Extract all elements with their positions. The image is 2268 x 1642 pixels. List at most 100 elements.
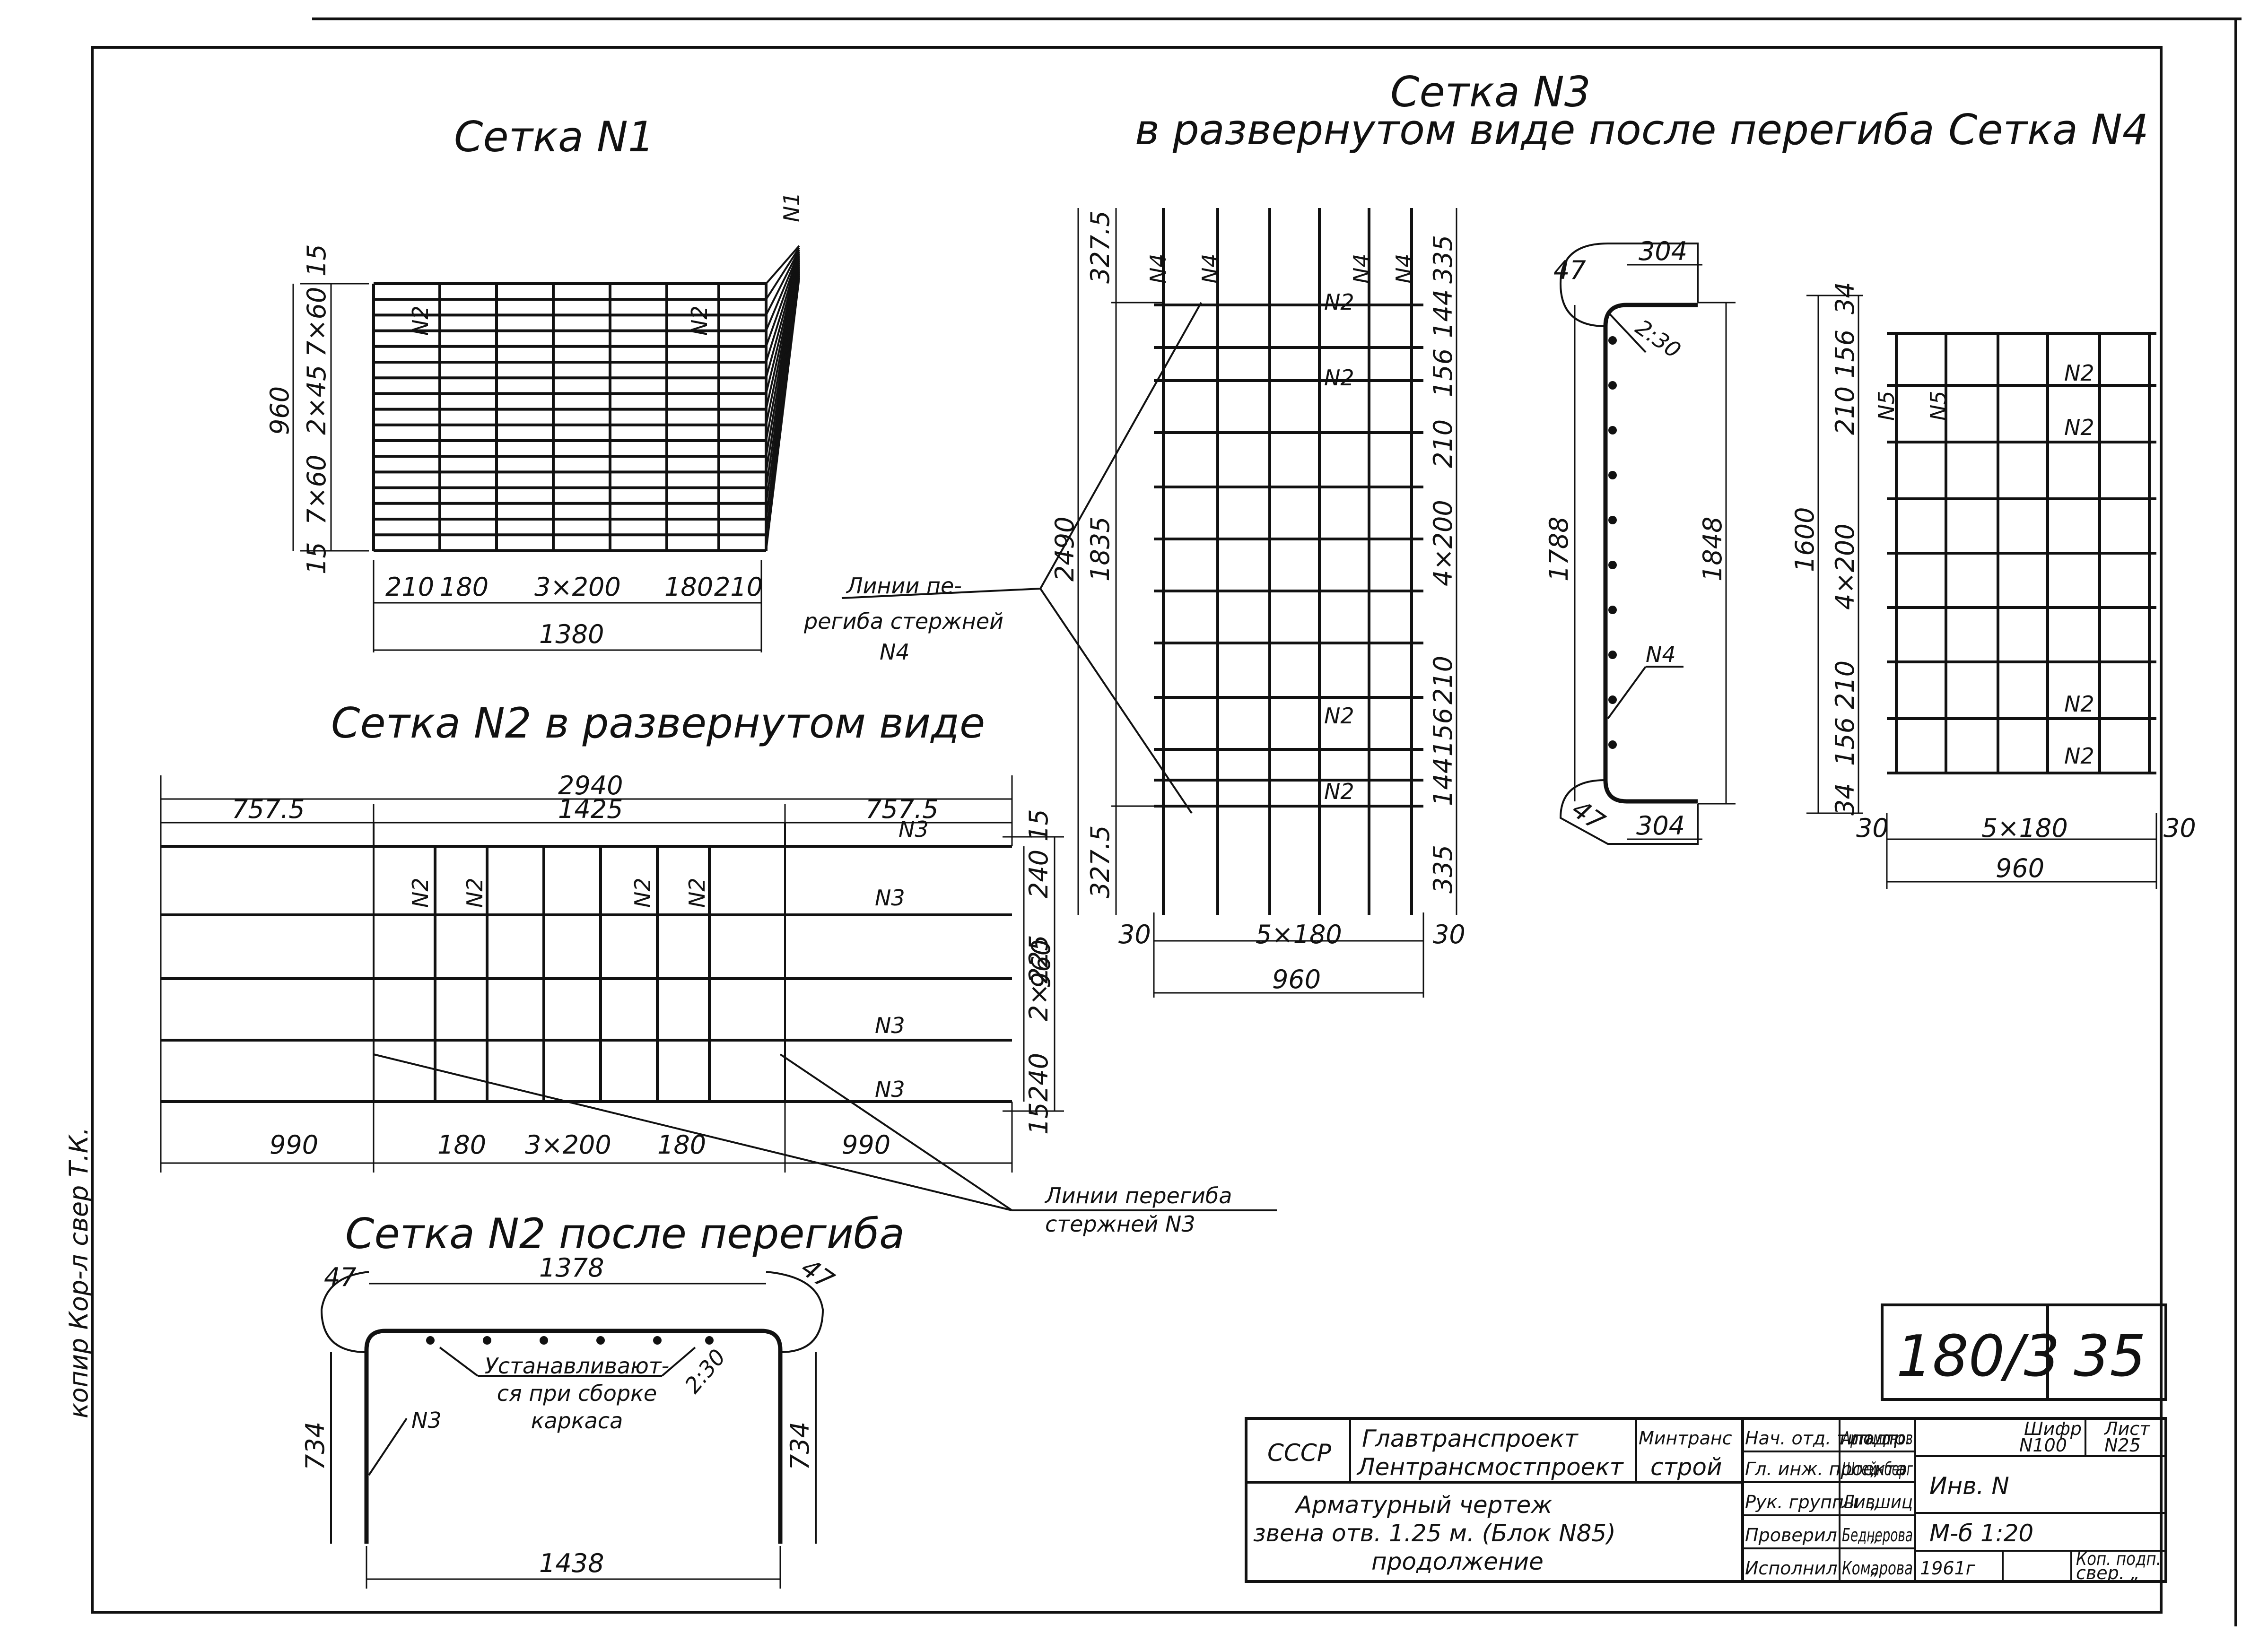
- note-bend-n4-line2: региба стержней: [803, 608, 1003, 634]
- title-mesh3-line2: в развернутом виде после перегиба: [1135, 105, 1935, 154]
- mesh2-mark-n2-4: N2: [684, 877, 710, 908]
- mesh2-dim-180-left: 180: [437, 1130, 486, 1160]
- section-bar-dot: [1608, 561, 1617, 569]
- bent-dim-47-left: 47: [324, 1262, 357, 1292]
- section-bar-dot: [1608, 651, 1617, 659]
- bent-note: Устанавливают-ся при сборке каркаса: [484, 1353, 670, 1433]
- mesh4-mark-n5-left: N5: [1874, 391, 1899, 421]
- mesh1-bar-bent: [765, 253, 800, 347]
- mesh4-dim-30-right: 30: [2163, 813, 2196, 843]
- mesh4-drawing: [1806, 295, 2157, 889]
- mesh2-dim-960: 960: [1026, 939, 1056, 988]
- tb-title-3: продолжение: [1371, 1548, 1544, 1575]
- title-mesh3-line1: Сетка N3: [1390, 68, 1591, 116]
- mesh4-dim-156-bottom: 156: [1830, 717, 1860, 766]
- mesh4-mark-n2-3: N2: [2064, 691, 2094, 717]
- mesh1-dim-1380: 1380: [539, 619, 604, 649]
- note-bend-n4-line3: N4: [880, 639, 910, 665]
- tb-inv: Инв. N: [1929, 1472, 2009, 1500]
- mesh2-mark-n3-1: N3: [898, 817, 929, 842]
- bent-mark-n3: N3: [411, 1407, 442, 1433]
- tb-name-2: Штейнберг: [1842, 1459, 1913, 1479]
- mesh4-dim-34-bottom: 34: [1830, 783, 1860, 816]
- mesh2-dim-2940: 2940: [558, 771, 623, 800]
- mesh2-dim-990-right: 990: [842, 1130, 890, 1160]
- tb-ministry1: Минтранс: [1639, 1428, 1732, 1449]
- bent-dim-1438: 1438: [539, 1548, 604, 1578]
- mesh1-dim-180-left: 180: [440, 572, 488, 602]
- note-bend-n3-line1: Линии перегиба: [1044, 1183, 1232, 1208]
- section-dim-1788: 1788: [1544, 517, 1574, 582]
- bent-dim-734-right: 734: [785, 1422, 815, 1470]
- mesh2-dim-15-bottom: 15: [1024, 1102, 1054, 1135]
- mesh1-dim-180-right: 180: [664, 572, 713, 602]
- mesh1-bar-bent: [765, 249, 800, 316]
- section-dim-47-top: 47: [1553, 255, 1586, 285]
- tb-name-5: Комарова: [1842, 1558, 1913, 1579]
- mesh4-mark-n2-4: N2: [2064, 743, 2094, 769]
- mesh2-mark-n2-2: N2: [462, 877, 488, 908]
- tb-role-1: Нач. отд. тип. пр.: [1745, 1428, 1911, 1449]
- mesh2-bent-drawing: [320, 1271, 824, 1589]
- section-bar-dot: [1608, 695, 1617, 704]
- mesh1-bar-bent: [765, 255, 800, 363]
- mesh1-bar-bent: [765, 245, 800, 285]
- mesh1-dim-960: 960: [265, 386, 295, 435]
- bent-note-text: Устанавливают-ся при сборке каркаса: [484, 1353, 670, 1433]
- mesh2-dim-2x225: 2×225: [1024, 935, 1054, 1021]
- mesh3-dim-5x180: 5×180: [1256, 920, 1342, 949]
- sheet-code-right: 35: [2074, 1324, 2146, 1390]
- sheet-frame: [91, 17, 2242, 1626]
- note-bend-n3-line2: стержней N3: [1045, 1211, 1195, 1237]
- mesh3-dim-2490: 2490: [1050, 517, 1080, 582]
- tb-sign-5: „: [1870, 1558, 1880, 1579]
- section-bar-dot: [1608, 606, 1617, 614]
- section-bar-dot: [1608, 336, 1617, 345]
- mesh2-mark-n3-3: N3: [875, 1013, 905, 1038]
- tb-role-4: Проверил: [1745, 1525, 1837, 1546]
- mesh4-dim-156-top: 156: [1830, 330, 1860, 378]
- mesh4-mark-n2-1: N2: [2064, 360, 2094, 386]
- section-dim-2-30: 2:30: [1631, 314, 1686, 363]
- mesh2-drawing: [160, 775, 1277, 1211]
- mesh3-dim-4x200: 4×200: [1428, 500, 1458, 586]
- mesh2-dim-15-top: 15: [1024, 809, 1054, 842]
- tb-sign-4: „: [1870, 1525, 1880, 1546]
- mesh1-dim-15-top: 15: [302, 244, 331, 277]
- title-block-grid: [1245, 1417, 2167, 1583]
- mesh1-bar-bent: [765, 251, 800, 331]
- sheet-code-box: [1881, 1303, 2167, 1401]
- mesh3-dim-335-top: 335: [1428, 235, 1458, 284]
- bent-dim-1378: 1378: [539, 1253, 604, 1283]
- tb-cipher-value: N100: [2019, 1435, 2067, 1456]
- mesh2-dim-1425: 1425: [558, 794, 623, 824]
- mesh3-dim-144-top: 144: [1428, 289, 1458, 338]
- tb-sign-3: „: [1870, 1492, 1880, 1512]
- mesh3-dim-30-left: 30: [1118, 920, 1151, 949]
- tb-sheet-label: Лист: [2103, 1418, 2151, 1439]
- bent-dim-2-30: 2:30: [680, 1344, 731, 1398]
- section-bar-dot: [1608, 516, 1617, 524]
- mesh3-dim-144-bottom: 144: [1428, 757, 1458, 806]
- tb-cipher-label: Шифр: [2024, 1418, 2082, 1439]
- mesh4-dim-5x180: 5×180: [1981, 813, 2068, 843]
- mesh1-dim-7x60-top: 7×60: [302, 287, 331, 357]
- tb-role-2: Гл. инж. проекта: [1745, 1459, 1907, 1479]
- mesh3-dim-1835: 1835: [1085, 517, 1115, 582]
- mesh2-mark-n3-4: N3: [875, 1077, 905, 1102]
- tb-org1: Главтранспроект: [1362, 1425, 1579, 1452]
- mesh3-dim-156-top: 156: [1428, 348, 1458, 397]
- mesh4-dim-960: 960: [1996, 853, 2044, 883]
- mesh3-mark-n2-4: N2: [1324, 779, 1354, 804]
- mesh2-dim-240-top: 240: [1024, 850, 1054, 898]
- mesh1-bar-bent: [765, 247, 800, 300]
- tb-checked-label: свер. „: [2076, 1563, 2140, 1583]
- mesh1-bar-bent: [765, 278, 800, 551]
- mesh3-dim-327-bottom: 327.5: [1085, 825, 1115, 898]
- mesh1-mark-n2-right: N2: [687, 305, 712, 336]
- bent-bar-dot: [653, 1336, 662, 1345]
- sheet-code-left: 180/3: [1896, 1324, 2060, 1390]
- section-bar-dot: [1608, 471, 1617, 479]
- section-dim-304-top: 304: [1639, 236, 1687, 266]
- mesh3-dim-30-right: 30: [1433, 920, 1465, 949]
